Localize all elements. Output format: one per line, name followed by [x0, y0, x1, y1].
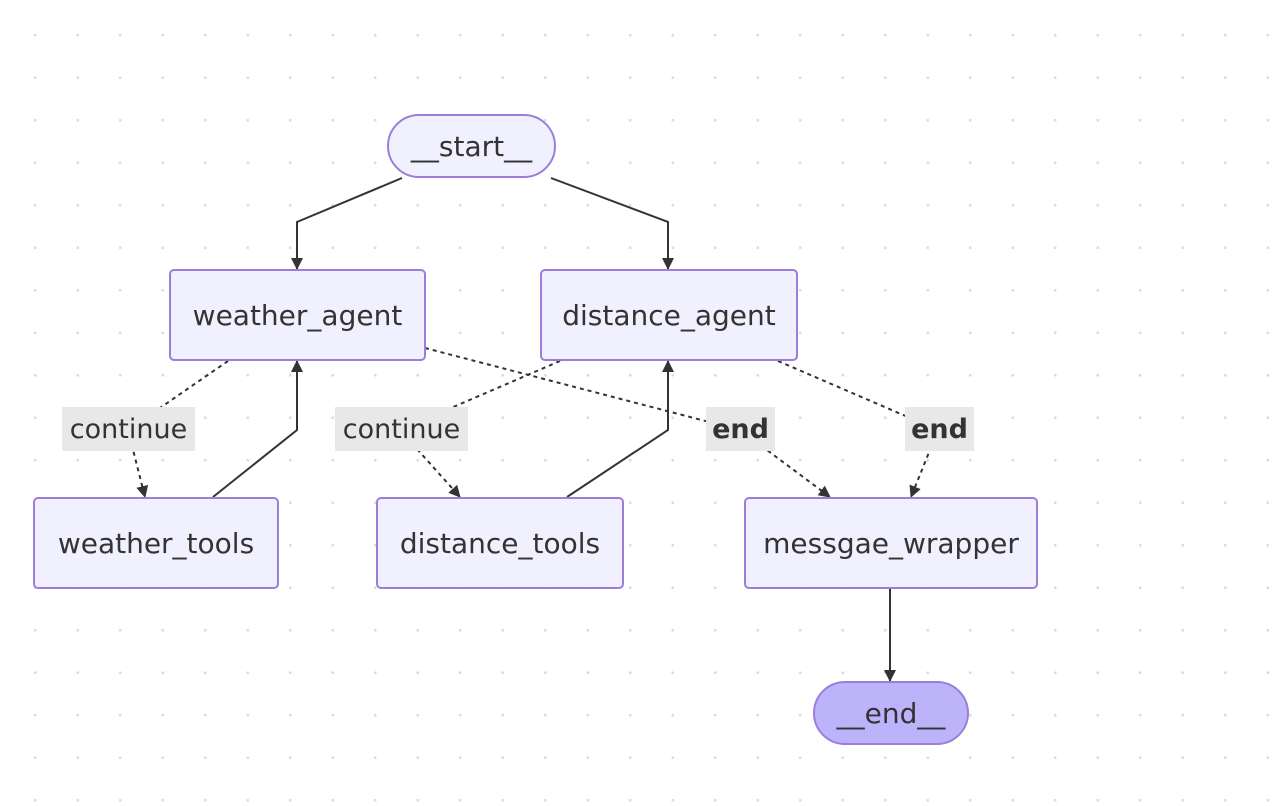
end-node[interactable]: __end__: [813, 681, 969, 745]
edge-start-to-distance-agent: [550, 177, 674, 270]
weather-tools-node[interactable]: weather_tools: [33, 497, 279, 589]
weather-agent-node[interactable]: weather_agent: [169, 269, 426, 361]
edge-distance-agent-to-distance-tools: [398, 360, 561, 498]
edge-weather-agent-to-message-wrapper: [424, 347, 831, 498]
edge-distance-agent-to-message-wrapper: [777, 360, 940, 498]
edge-distance-tools-to-distance-agent: [566, 360, 674, 498]
start-node[interactable]: __start__: [387, 114, 556, 178]
edge-label-distance-end: end: [905, 407, 974, 451]
edge-weather-tools-to-weather-agent: [212, 360, 303, 498]
edge-label-weather-end: end: [706, 407, 775, 451]
edge-label-weather-continue: continue: [62, 407, 195, 451]
distance-tools-node[interactable]: distance_tools: [376, 497, 624, 589]
edge-label-distance-continue: continue: [335, 407, 468, 451]
distance-agent-node[interactable]: distance_agent: [540, 269, 798, 361]
message-wrapper-node[interactable]: messgae_wrapper: [744, 497, 1038, 589]
edge-start-to-weather-agent: [291, 177, 403, 270]
